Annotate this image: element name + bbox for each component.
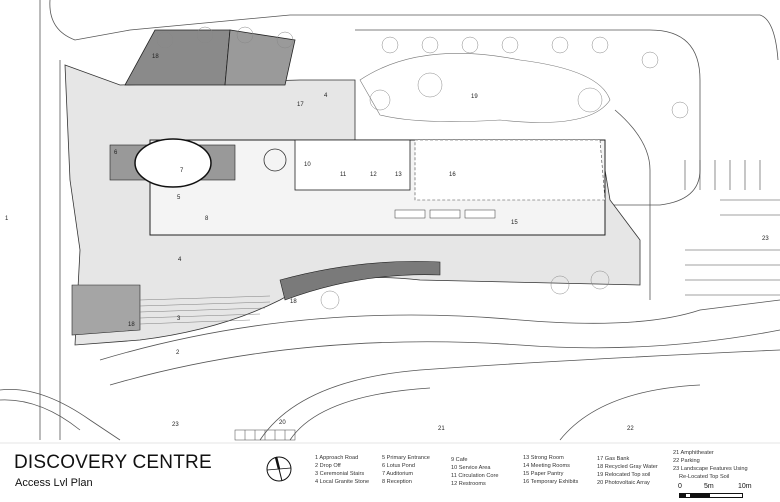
- legend-item: 17 Gas Bank: [597, 456, 630, 462]
- service-core: [294, 139, 411, 191]
- legend-item: 8 Reception: [382, 479, 412, 485]
- legend-item: 9 Cafe: [451, 457, 468, 463]
- plan-label: 19: [471, 94, 478, 100]
- plan-label: 8: [205, 216, 209, 222]
- plan-label: 1: [5, 216, 9, 222]
- plan-label: 23: [762, 236, 769, 242]
- temporary-exhibits: [414, 139, 606, 201]
- page-title: DISCOVERY CENTRE: [14, 452, 212, 473]
- gray-water-panel-west: [71, 284, 141, 336]
- north-arrow-icon: [266, 456, 292, 482]
- legend-item: 5 Primary Entrance: [382, 455, 430, 461]
- plan-label: 20: [279, 420, 286, 426]
- legend-item: 18 Recycled Gray Water: [597, 464, 658, 470]
- plan-label: 16: [449, 172, 456, 178]
- ceremonial-stairs: [139, 295, 271, 325]
- plan-label: 7: [180, 168, 184, 174]
- legend-item: 19 Relocated Top soil: [597, 472, 651, 478]
- legend-item: 15 Paper Pantry: [523, 471, 564, 477]
- legend-item: 22 Parking: [673, 458, 700, 464]
- legend-item: 23 Landscape Features Using: [673, 466, 748, 472]
- legend-item: 1 Approach Road: [315, 455, 359, 461]
- plan-label: 22: [627, 426, 634, 432]
- plan-label: 6: [114, 150, 118, 156]
- gray-water-panel-south: [279, 261, 441, 301]
- scale-bar: 0 5m 10m: [676, 483, 766, 501]
- legend-column: 5 Primary Entrance 6 Lotus Pond 7 Audito…: [382, 454, 430, 486]
- scale-label: 0: [678, 483, 682, 490]
- plan-label: 10: [304, 162, 311, 168]
- legend-item: 10 Service Area: [451, 465, 491, 471]
- legend-item: 14 Meeting Rooms: [523, 463, 570, 469]
- scale-segment: [691, 493, 709, 498]
- plan-label: 18: [128, 322, 135, 328]
- scale-segment: [685, 493, 691, 498]
- legend-item: 7 Auditorium: [382, 471, 414, 477]
- legend-column: 9 Cafe 10 Service Area 11 Circulation Co…: [451, 456, 498, 488]
- auditorium: [134, 138, 212, 188]
- scale-segment: [679, 493, 685, 498]
- scale-label: 5m: [704, 483, 714, 490]
- legend-item: 21 Amphitheater: [673, 450, 714, 456]
- legend-item: 3 Ceremonial Stairs: [315, 471, 365, 477]
- gray-water-panel-north-1: [124, 29, 231, 86]
- plan-labels: 1 2 3 4 4 5 6 7 8 10 11 12 13 15 16 17 1…: [5, 54, 769, 432]
- legend-column: 17 Gas Bank 18 Recycled Gray Water 19 Re…: [597, 455, 658, 487]
- plan-label: 13: [395, 172, 402, 178]
- legend-item: 16 Temporary Exhibits: [523, 479, 579, 485]
- legend-item: 11 Circulation Core: [451, 473, 499, 479]
- legend-column: 13 Strong Room 14 Meeting Rooms 15 Paper…: [523, 454, 578, 486]
- plan-label: 18: [290, 299, 297, 305]
- legend-column: 21 Amphitheater 22 Parking 23 Landscape …: [673, 449, 748, 481]
- legend-item: 4 Local Granite Stone: [315, 479, 370, 485]
- plan-label: 23: [172, 422, 179, 428]
- legend-item: 20 Photovoltaic Array: [597, 480, 650, 486]
- plan-label: 17: [297, 102, 304, 108]
- plan-label: 5: [177, 195, 181, 201]
- legend-item: 13 Strong Room: [523, 455, 564, 461]
- page-subtitle: Access Lvl Plan: [15, 477, 93, 489]
- scale-segment: [709, 493, 743, 498]
- reception-desk: [263, 148, 287, 172]
- photovoltaic-array: [234, 429, 296, 441]
- trees: [156, 26, 689, 310]
- plan-label: 11: [340, 172, 347, 178]
- legend-column: 1 Approach Road 2 Drop Off 3 Ceremonial …: [315, 454, 369, 486]
- parking-stalls: [684, 160, 780, 296]
- scale-label: 10m: [738, 483, 752, 490]
- plan-label: 3: [177, 316, 181, 322]
- legend-item: 6 Lotus Pond: [382, 463, 415, 469]
- plan-label: 21: [438, 426, 445, 432]
- legend-item: Re-Located Top Soil: [679, 474, 730, 480]
- road-lines: [0, 0, 780, 441]
- meeting-room-tables: [394, 209, 496, 219]
- legend-item: 12 Restrooms: [451, 481, 486, 487]
- plan-label: 4: [324, 93, 328, 99]
- plan-label: 18: [152, 54, 159, 60]
- gray-water-panel-north-2: [224, 29, 296, 86]
- plan-label: 2: [176, 350, 180, 356]
- plan-label: 12: [370, 172, 377, 178]
- landscape-19: [359, 53, 611, 123]
- legend-item: 2 Drop Off: [315, 463, 341, 469]
- plan-label: 4: [178, 257, 182, 263]
- plan-label: 15: [511, 220, 518, 226]
